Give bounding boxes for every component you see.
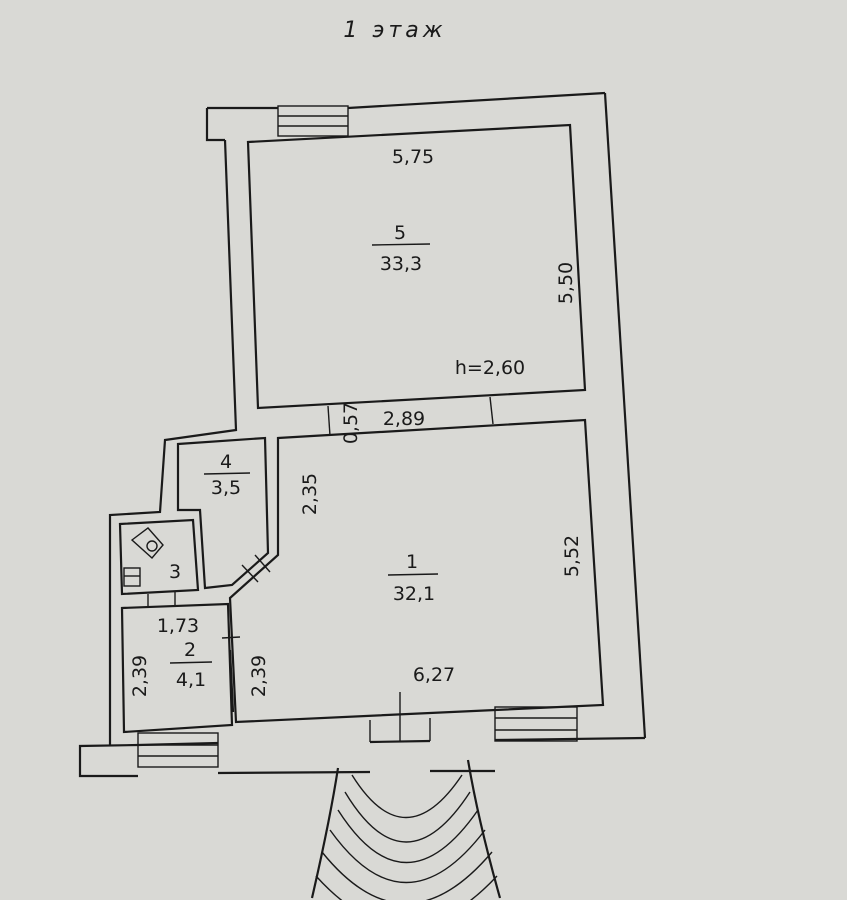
room-2-right-depth-label: 2,39 [248, 655, 270, 697]
ceiling-height-label: h=2,60 [455, 357, 525, 379]
room-2-left-depth-label: 2,39 [129, 655, 151, 697]
window-bottom-left [137, 732, 219, 768]
room-3-outline [118, 518, 200, 596]
toilet-icon [130, 527, 164, 560]
room-2-width-label: 1,73 [157, 615, 199, 637]
room-1-area: 32,1 [393, 583, 435, 605]
room-1-outline [228, 418, 605, 724]
room-1-bottom-width-label: 6,27 [413, 664, 455, 686]
doorway-3-2 [147, 592, 176, 608]
room-5-width-label: 5,75 [392, 146, 434, 168]
room-2-label: 2 4,1 [169, 639, 213, 691]
room-5-outline [246, 123, 587, 410]
entrance-door [369, 692, 431, 742]
room-5-area: 33,3 [380, 253, 422, 275]
room-3-number: 3 [169, 561, 181, 583]
room-4-area: 3,5 [211, 477, 241, 499]
room-4-outline [176, 436, 270, 590]
room-1-label: 1 32,1 [387, 551, 439, 605]
room-5-number: 5 [394, 222, 406, 244]
entrance-steps [310, 759, 502, 900]
doorway-5-1 [327, 396, 494, 437]
room-1-top-width-label: 2,89 [383, 408, 425, 430]
door-4-1 [231, 552, 271, 586]
room-5-depth-label: 5,50 [555, 262, 577, 304]
room-4-label: 4 3,5 [203, 451, 251, 499]
window-bottom-right [494, 706, 578, 742]
room-2-area: 4,1 [176, 669, 206, 691]
room-1-number: 1 [406, 551, 418, 573]
outer-walls [78, 91, 647, 778]
doorway-offset-label: 0,57 [340, 402, 362, 444]
room-4-number: 4 [220, 451, 232, 473]
room-5-label: 5 33,3 [371, 222, 431, 275]
door-2-1 [221, 636, 241, 713]
room-2-outline [120, 602, 234, 734]
sink-icon [123, 567, 141, 587]
room-2-number: 2 [184, 639, 196, 661]
room-1-left-depth-label: 2,35 [299, 473, 321, 515]
window-top [277, 105, 349, 137]
floor-title: 1 этаж [343, 18, 446, 43]
room-1-right-depth-label: 5,52 [561, 535, 583, 577]
